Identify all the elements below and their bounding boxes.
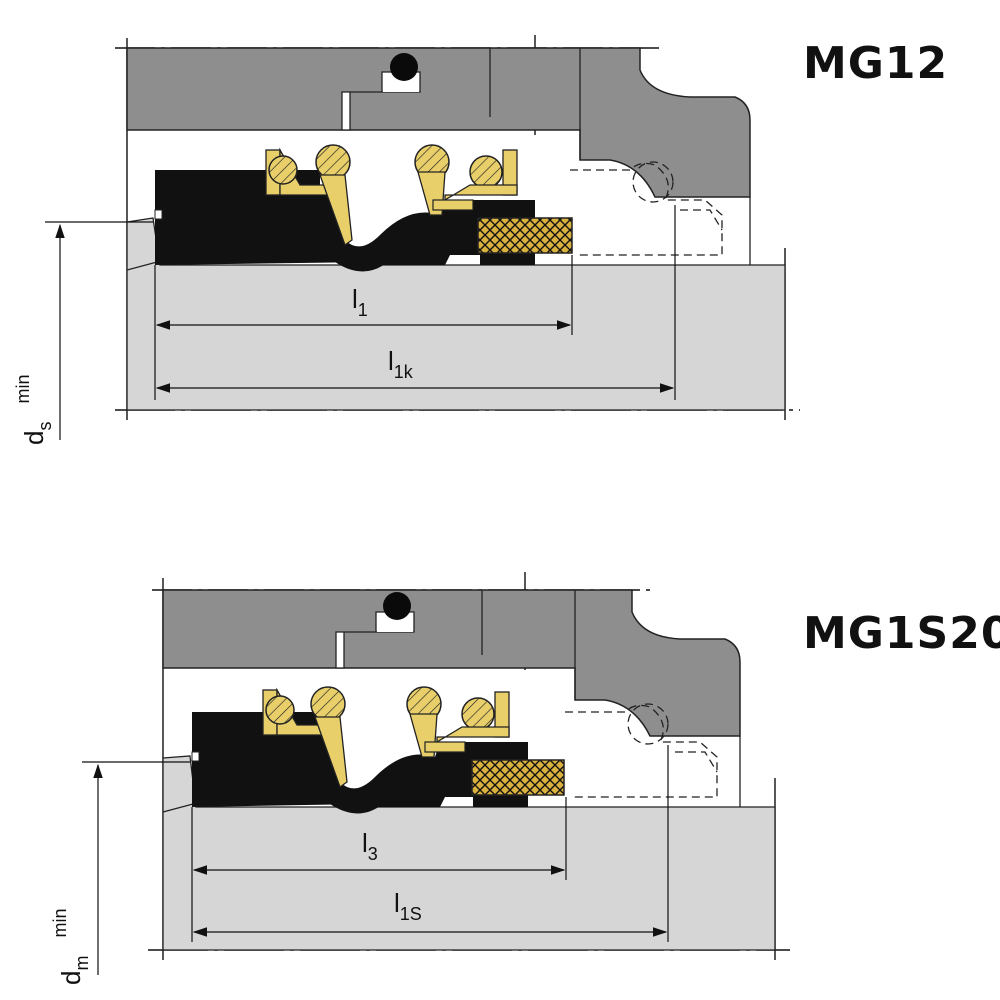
diagram-title-mg1s20: MG1S20 [803,608,1000,659]
mg1s20-dimension-lines [82,745,669,975]
mg1s20-dim-l3-label: l3 [362,828,378,864]
mg1s20-springs [262,686,510,789]
mg12-seat-dashed [570,161,723,256]
mg12-drawing: l1 l1k dsmin [13,35,800,445]
mg1s20-dim-l1s-label: l1S [394,888,422,924]
diagram-title-mg12: MG12 [803,38,949,89]
mg12-springs [265,144,518,247]
mg12-seal-face [477,217,573,254]
mg1s20-dim-dm-label: dmmin [50,909,92,985]
mg1s20-shaft [162,755,776,951]
mg1s20-o-ring [383,592,411,620]
mg12-shaft [126,217,786,411]
mg12-dim-l1-label: l1 [352,284,368,320]
mg1s20-housing [162,589,741,737]
mg1s20-seat-dashed [565,703,718,798]
mg12-dimension-lines [45,205,676,440]
mg12-o-ring [390,53,418,81]
mg12-dim-ds-label: dsmin [13,375,55,445]
mg1s20-bellows [192,712,528,808]
mg1s20-seal-face [471,759,565,796]
mg1s20-drawing: l3 l1S dmmin [50,572,790,985]
mg12-dim-l1k-label: l1k [388,346,414,382]
mg12-housing [126,47,751,198]
